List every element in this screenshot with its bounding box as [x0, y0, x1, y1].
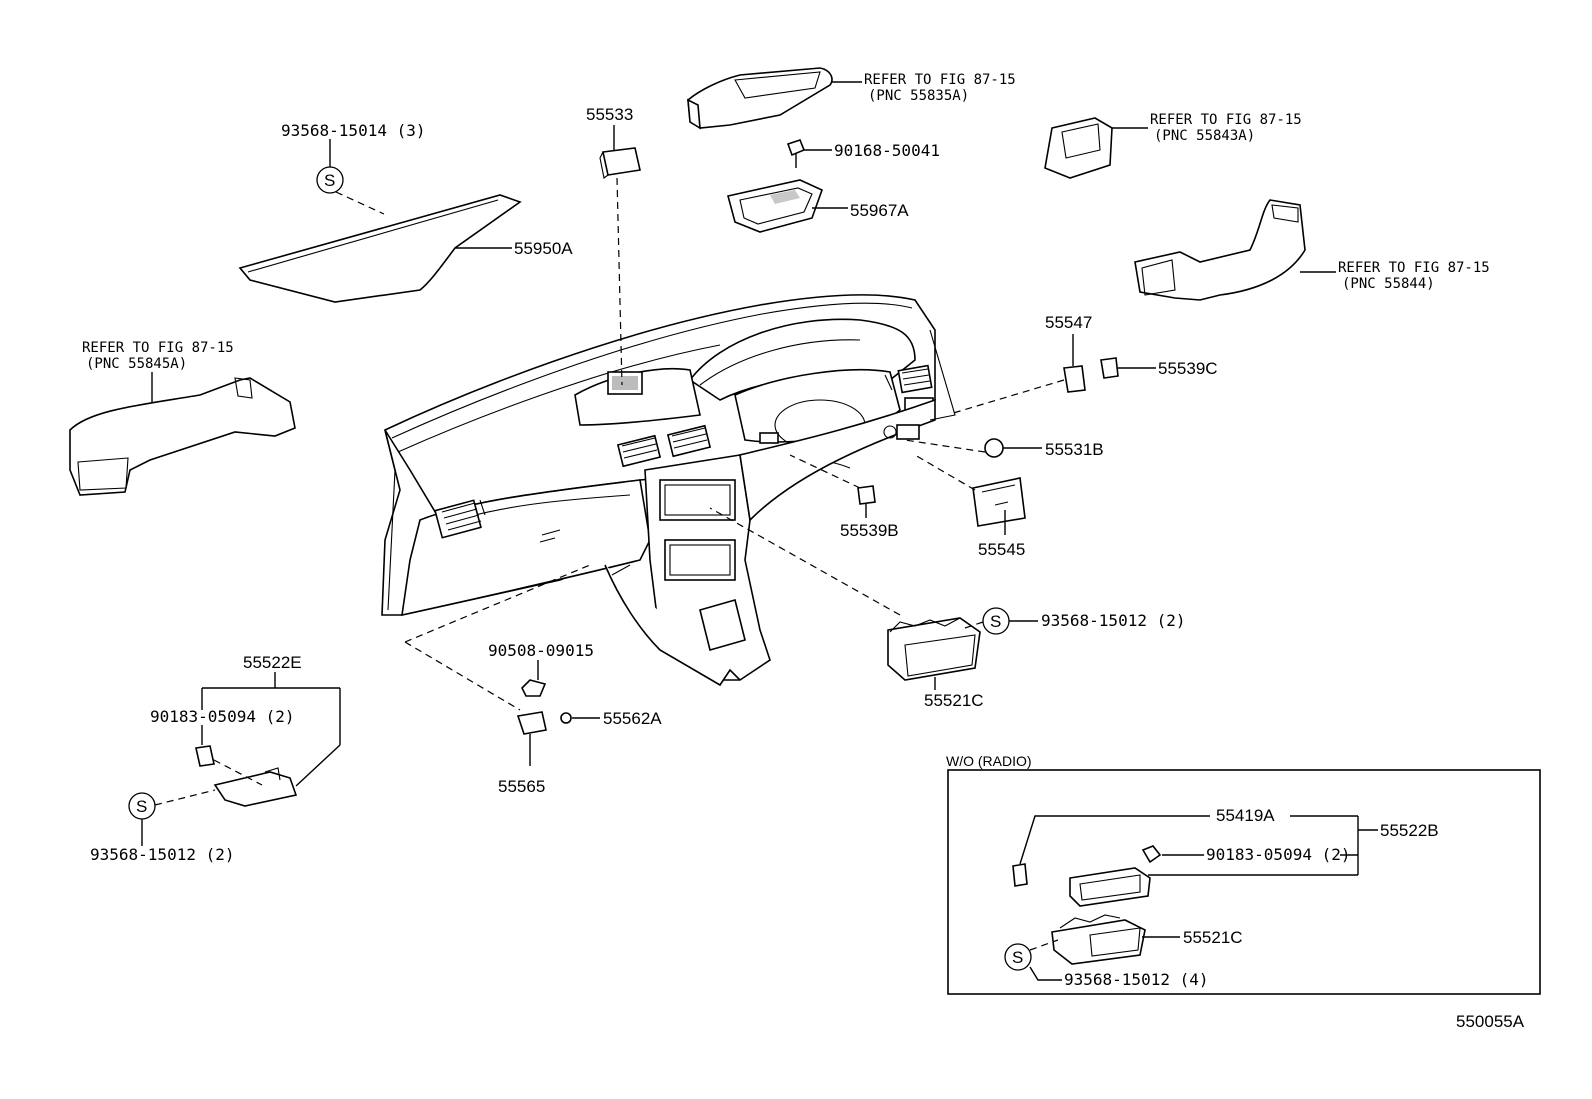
s-symbol-1: S [324, 171, 335, 190]
duct-55835A [687, 67, 862, 130]
label-55545: 55545 [978, 540, 1025, 559]
label-93568-15012-4: 93568-15012 (4) [1064, 970, 1209, 989]
ref-55844-line1: REFER TO FIG 87-15 [1338, 260, 1490, 276]
label-55533: 55533 [586, 105, 633, 124]
label-90168-50041: 90168-50041 [834, 141, 940, 160]
label-55562A: 55562A [603, 709, 662, 728]
label-55419A: 55419A [1216, 806, 1275, 825]
clip-55539B [789, 454, 876, 518]
label-90508-09015: 90508-09015 [488, 641, 594, 660]
s-symbol-4: S [1012, 948, 1023, 967]
ref-55845A-line2: (PNC 55845A) [86, 356, 187, 372]
part-55547 [949, 334, 1086, 415]
panel-55545 [914, 454, 1026, 535]
tray-55967A [727, 179, 848, 233]
ref-55843A-line2: (PNC 55843A) [1154, 128, 1255, 144]
inset-wo-radio [947, 769, 1541, 995]
duct-55844 [1134, 199, 1336, 301]
label-55539C: 55539C [1158, 359, 1218, 378]
inset-title: W/O (RADIO) [946, 753, 1032, 769]
label-55950A: 55950A [514, 239, 573, 258]
part-55539C [1100, 357, 1156, 379]
s-symbol-3: S [136, 797, 147, 816]
box-55521C-main [709, 507, 1038, 690]
label-55521C-main: 55521C [924, 691, 984, 710]
label-93568-15012-2b: 93568-15012 (2) [90, 845, 235, 864]
ref-55835A-line2: (PNC 55835A) [868, 88, 969, 104]
ref-55844-line2: (PNC 55844) [1342, 276, 1435, 292]
label-55522E: 55522E [243, 653, 302, 672]
knob-55531B [904, 438, 1042, 458]
part-55533-clip [599, 125, 641, 386]
label-93568-15014: 93568-15014 (3) [281, 121, 426, 140]
label-93568-15012-2a: 93568-15012 (2) [1041, 611, 1186, 630]
screw-90168-50041 [786, 139, 832, 168]
ref-55843A-line1: REFER TO FIG 87-15 [1150, 112, 1302, 128]
label-55531B: 55531B [1045, 440, 1104, 459]
label-55521C-inset: 55521C [1183, 928, 1243, 947]
duct-55845A [69, 372, 296, 496]
clip-90508-09015 [404, 564, 591, 711]
label-55967A: 55967A [850, 201, 909, 220]
panel-55950A [238, 139, 522, 303]
label-55539B: 55539B [840, 521, 899, 540]
label-55565: 55565 [498, 777, 545, 796]
label-55522B: 55522B [1380, 821, 1439, 840]
instrument-panel-body [381, 294, 956, 687]
label-90183-05094-2b: 90183-05094 (2) [1206, 845, 1351, 864]
assembly-55522E [128, 672, 341, 846]
ref-55845A-line1: REFER TO FIG 87-15 [82, 340, 234, 356]
s-symbol-2: S [990, 612, 1001, 631]
label-55547: 55547 [1045, 313, 1092, 332]
clip-55565 [516, 711, 547, 766]
figure-id: 550055A [1456, 1012, 1525, 1031]
screw-55562A [560, 712, 600, 724]
duct-55843A [1044, 117, 1148, 179]
label-90183-05094-2: 90183-05094 (2) [150, 707, 295, 726]
ref-55835A-line1: REFER TO FIG 87-15 [864, 72, 1016, 88]
